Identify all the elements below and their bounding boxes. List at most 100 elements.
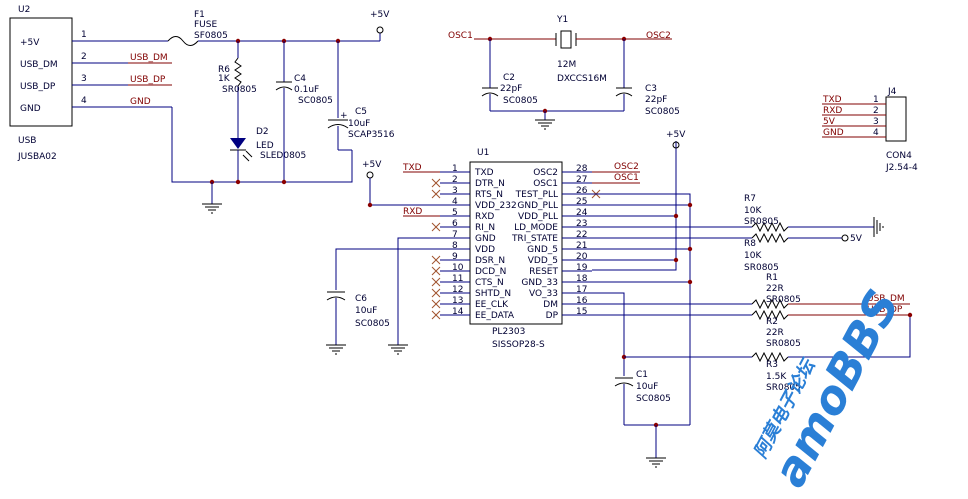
u1-pin-name: EE_CLK [475, 300, 509, 310]
u1-pin-name: TRI_STATE [511, 234, 558, 244]
capacitor-c5: + C5 10uF SCAP3516 [327, 41, 395, 151]
r3-footprint: SR0805 [766, 383, 801, 393]
r1-ref: R1 [766, 273, 778, 283]
c1-value: 10uF [636, 382, 658, 392]
led-triangle-icon [230, 138, 246, 149]
u1-pin-name: VDD_PLL [518, 212, 558, 222]
c4-value: 0.1uF [294, 85, 319, 95]
u1-pin-name: CTS_N [475, 278, 504, 288]
junction [687, 202, 693, 208]
u1-pin-number: 10 [452, 263, 464, 273]
resistor-r8: R8 10K SR0805 [744, 232, 842, 273]
junction [235, 179, 241, 185]
c2-plate-curved [481, 92, 499, 97]
j4-ref: J4 [887, 87, 897, 97]
resistor-r3: R3 1.5K SR0805 [751, 351, 801, 393]
r2-ref: R2 [766, 317, 778, 327]
usb-connector-u2: U2 +5V USB_DM USB_DP GND 1 2 3 4 USB JUS… [9, 5, 87, 162]
c6-value: 10uF [355, 306, 377, 316]
j4-body [885, 96, 907, 142]
u1-pin-number: 26 [576, 186, 588, 196]
j4-net-1: TXD [822, 95, 842, 105]
d2-footprint: SLED0805 [260, 151, 306, 161]
five-v-port-label: 5V [850, 234, 863, 244]
u1-pin-number: 17 [576, 285, 587, 295]
y1-ref: Y1 [556, 15, 568, 25]
ground-icon [326, 344, 346, 355]
plus5v-left-label: +5V [362, 160, 382, 170]
capacitor-c2: C2 22pF SC0805 [481, 39, 538, 111]
r6-ref: R6 [218, 65, 230, 75]
r8-value: 10K [744, 251, 762, 261]
five-v-port-icon [841, 234, 849, 242]
u1-pin-number: 5 [452, 208, 458, 218]
j4-pin2-num: 2 [873, 106, 879, 116]
ground-icon [535, 119, 555, 130]
f1-footprint: SF0805 [194, 31, 228, 41]
no-connect-icon [431, 310, 441, 320]
u1-pin-name: RTS_N [475, 190, 503, 200]
u1-pin-number: 9 [452, 252, 458, 262]
c3-plate-curved [615, 92, 633, 97]
r6-value: 1K [218, 74, 231, 84]
fuse-f1: F1 FUSE SF0805 [167, 10, 228, 46]
r7-resistor-symbol [751, 221, 789, 233]
u1-pin-number: 22 [576, 230, 587, 240]
c4-footprint: SC0805 [298, 96, 333, 106]
u2-net-usb-dp: USB_DP [130, 75, 166, 85]
ground-icon [388, 344, 408, 355]
y1-footprint: DXCCS16M [557, 74, 607, 84]
d2-value: LED [256, 141, 274, 151]
r7-value: 10K [744, 206, 762, 216]
r1-value: 22R [766, 284, 784, 294]
r8-ref: R8 [744, 239, 756, 249]
connector-j4: J4 TXD RXD 5V GND 1 2 3 4 CON4 J2.54-4 [822, 87, 918, 173]
u1-pin-number: 7 [452, 230, 458, 240]
no-connect-icon [431, 189, 441, 199]
c5-plus-icon: + [340, 111, 348, 121]
u2-pin2-name: USB_DM [20, 60, 58, 70]
c4-ref: C4 [294, 74, 306, 84]
u1-pin-number: 19 [576, 263, 588, 273]
j4-net-4: GND [823, 128, 844, 138]
u1-pin-name: LD_MODE [514, 223, 558, 233]
y1-value: 12M [557, 60, 576, 70]
u1-pin-number: 24 [576, 208, 588, 218]
f1-ref: F1 [194, 10, 205, 20]
resistor-r1: R1 22R SR0805 [751, 273, 801, 310]
u1-pin-number: 3 [452, 186, 458, 196]
gnd-pll-wire [592, 193, 691, 425]
junction [367, 202, 373, 208]
capacitor-c1: C1 10uF SC0805 [614, 370, 671, 425]
c2-value: 22pF [500, 84, 522, 94]
u1-pin-number: 15 [576, 307, 587, 317]
plus5v-top-port-icon [376, 26, 384, 34]
d2-ref: D2 [256, 127, 269, 137]
u1-body [469, 161, 563, 325]
u2-net-usb-dm: USB_DM [130, 53, 168, 63]
u1-pin-number: 4 [452, 197, 458, 207]
u1-net-rxd: RXD [403, 207, 422, 217]
net-osc2-label: OSC2 [646, 31, 671, 41]
u2-ref: U2 [18, 5, 30, 15]
no-connect-icon [431, 266, 441, 276]
u1-pin-name: GND_PLL [517, 201, 558, 211]
u1-name: PL2303 [492, 327, 525, 337]
u1-pin-name: GND_5 [527, 245, 558, 255]
r3-ref: R3 [766, 360, 778, 370]
u1-pin-name: RXD [475, 212, 494, 222]
u1-pin-name: TXD [474, 168, 494, 178]
u1-pin-number: 12 [452, 285, 463, 295]
c6-ref: C6 [355, 294, 367, 304]
u1-pin-number: 11 [452, 274, 463, 284]
r2-value: 22R [766, 328, 784, 338]
j4-footprint: J2.54-4 [885, 163, 918, 173]
c6-footprint: SC0805 [355, 319, 390, 329]
y1-crystal-body [560, 30, 572, 49]
u1-pin-number: 18 [576, 274, 588, 284]
junction [281, 179, 287, 185]
u2-pin1-num: 1 [81, 30, 87, 40]
